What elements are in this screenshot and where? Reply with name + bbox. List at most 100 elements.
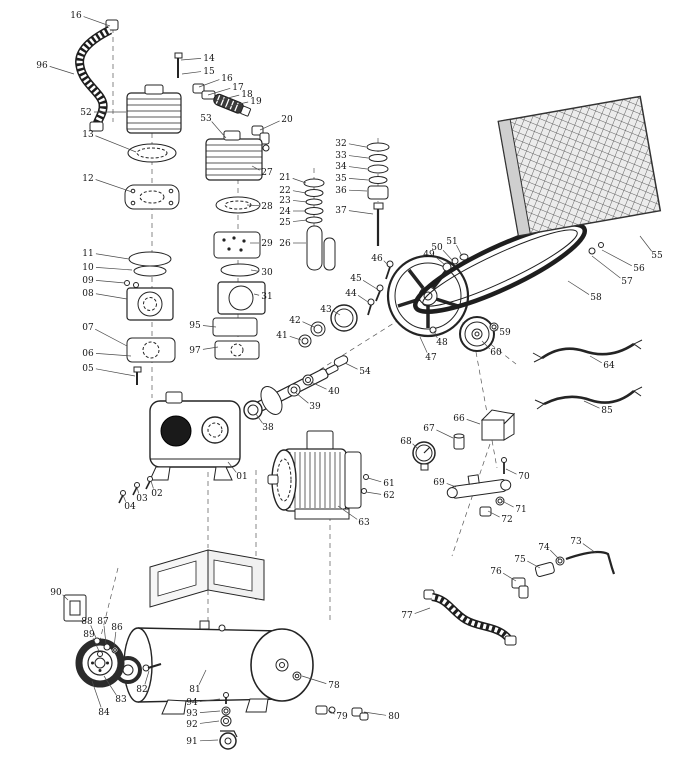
leader-line [83,16,111,27]
crankcase-bolts [118,476,153,504]
head-bolt [174,52,183,78]
piston-ring-stack [366,142,390,246]
part-label-79: 79 [336,712,348,722]
part-label-90: 90 [50,588,62,598]
leader-line [122,494,127,502]
part-label-60: 60 [490,348,502,358]
tank-platform [149,549,265,608]
discharge-hose [423,589,517,646]
part-label-11: 11 [82,249,93,259]
leader-line [362,280,378,290]
leader-line [199,710,221,713]
part-label-39: 39 [309,402,321,412]
part-label-96: 96 [36,61,48,71]
part-label-97: 97 [189,346,201,356]
leader-line [549,549,560,560]
part-label-13: 13 [82,130,94,140]
part-label-69: 69 [433,478,445,488]
cylinder-b [217,281,266,315]
part-label-02: 02 [151,489,162,499]
leader-line [227,461,237,473]
leader-line [215,94,240,102]
part-label-91: 91 [186,737,197,747]
part-label-15: 15 [203,67,215,77]
part-label-12: 12 [82,174,93,184]
part-label-46: 46 [371,254,383,264]
part-label-87: 87 [97,617,109,627]
leader-line [466,419,481,425]
leader-line [348,178,369,181]
leader-line [456,245,463,257]
part-label-67: 67 [423,424,435,434]
leader-line [95,328,128,347]
part-label-17: 17 [232,83,244,93]
head-gasket-b [215,196,261,214]
leader-line [199,739,219,742]
leader-line [207,87,231,96]
leader-line [505,468,517,475]
part-label-81: 81 [189,685,200,695]
valve-plate-a [124,184,180,210]
part-label-24: 24 [279,207,291,217]
part-label-95: 95 [189,321,201,331]
valve-plate-b [213,231,261,259]
leader-line [95,352,132,357]
drive-belt [412,222,588,314]
leader-line [333,310,341,316]
leader-line [367,477,382,483]
manifold-hardware [479,457,507,517]
part-label-64: 64 [603,361,615,371]
leader-line [92,638,100,652]
leader-line [90,625,97,639]
part-label-82: 82 [136,685,147,695]
leader-line [255,413,263,424]
leader-line [414,607,431,614]
leader-line [301,675,327,684]
leader-line [302,321,315,328]
leader-line [442,250,454,262]
leader-line [357,295,369,303]
leader-line [501,500,514,508]
reducer-fitting [453,433,465,450]
filter-screws [588,242,604,255]
part-label-01: 01 [236,472,247,482]
air-filter [497,95,662,237]
part-label-73: 73 [570,537,582,547]
leader-line [246,204,260,207]
leader-line [310,381,327,390]
part-label-85: 85 [601,406,613,416]
leader-line [113,631,117,648]
leader-line [180,58,202,61]
part-label-56: 56 [633,264,645,274]
leader-line [198,669,207,685]
part-label-35: 35 [335,174,347,184]
part-label-92: 92 [186,720,197,730]
leader-line [202,346,219,350]
part-label-25: 25 [279,218,291,228]
part-label-55: 55 [651,251,663,261]
part-label-80: 80 [388,712,400,722]
leader-line [103,675,117,696]
valve-stack [303,178,336,271]
part-label-48: 48 [436,338,448,348]
ribbed-hose-nipple [213,93,252,117]
leader-line [436,429,454,439]
leader-line [95,179,133,193]
leader-line [62,594,69,601]
leader-line [348,210,374,215]
cylinder-head-a [126,84,182,134]
leader-line [327,709,335,715]
motor-pulley [459,316,499,352]
leader-line [202,325,217,328]
leader-line [198,79,220,88]
leader-line [225,101,249,108]
leader-line [95,280,126,284]
part-label-58: 58 [590,293,602,303]
part-label-06: 06 [82,349,94,359]
part-label-23: 23 [279,196,291,206]
part-label-44: 44 [345,289,357,299]
leader-line [292,178,307,184]
drain-parts [219,692,238,750]
part-label-22: 22 [279,186,290,196]
